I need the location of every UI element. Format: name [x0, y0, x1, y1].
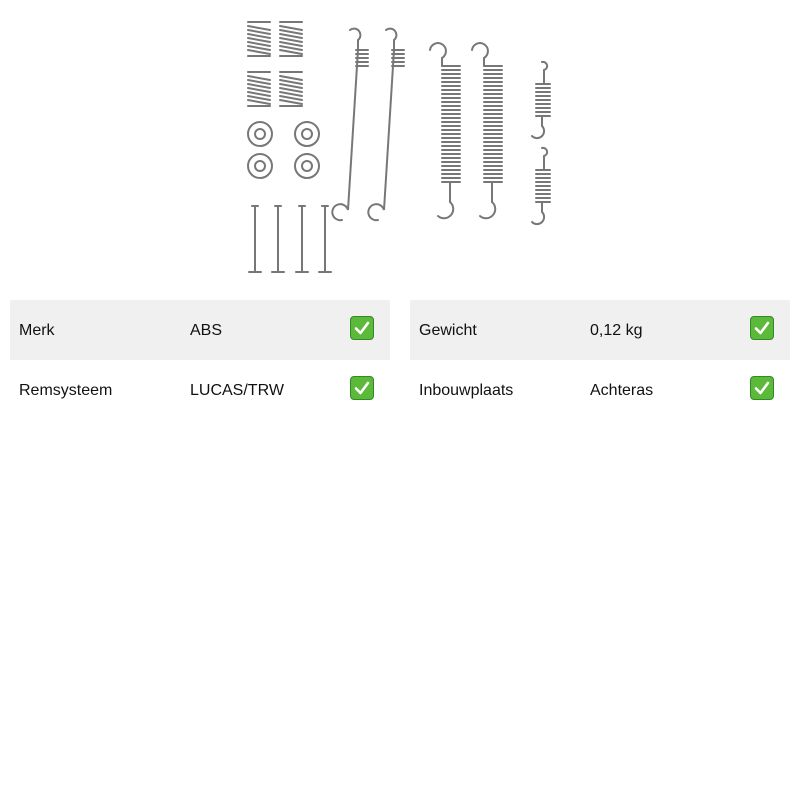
coil-spring-icon: [279, 71, 303, 107]
coil-spring-icon: [247, 71, 271, 107]
spec-value-brake-system: LUCAS/TRW: [190, 382, 284, 399]
spec-label-brake-system: Remsysteem: [19, 382, 113, 399]
spec-table-right: Gewicht 0,12 kg Inbouwplaats Achteras: [410, 300, 790, 420]
spec-row-mounting-position: Inbouwplaats Achteras: [410, 360, 790, 420]
spec-label-brand: Merk: [19, 322, 55, 339]
spec-table-left: Merk ABS Remsysteem LUCAS/TRW: [10, 300, 390, 420]
coil-spring-icon: [279, 21, 303, 57]
spec-row-brand: Merk ABS: [10, 300, 390, 360]
spec-label-mounting-position: Inbouwplaats: [419, 382, 514, 399]
spec-label-weight: Gewicht: [419, 322, 477, 339]
check-mark-icon: [750, 316, 774, 340]
product-image: [230, 10, 570, 280]
check-mark-icon: [350, 376, 374, 400]
spec-row-brake-system: Remsysteem LUCAS/TRW: [10, 360, 390, 420]
spec-row-weight: Gewicht 0,12 kg: [410, 300, 790, 360]
spec-value-mounting-position: Achteras: [590, 382, 654, 399]
check-mark-icon: [750, 376, 774, 400]
spec-value-brand: ABS: [190, 322, 223, 339]
coil-spring-icon: [247, 21, 271, 57]
brake-spring-kit-icon: [247, 21, 551, 273]
spec-value-weight: 0,12 kg: [590, 322, 643, 339]
check-mark-icon: [350, 316, 374, 340]
